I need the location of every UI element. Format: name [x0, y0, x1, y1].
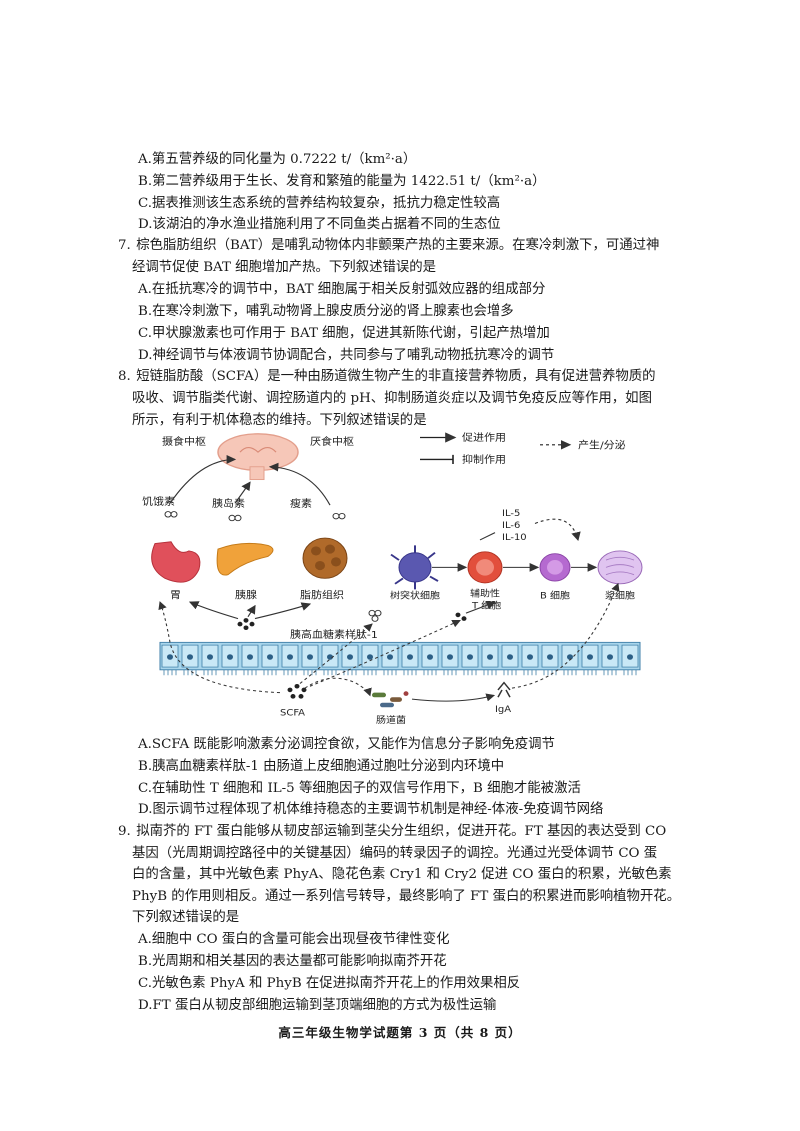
q8-option-d: D.图示调节过程体现了机体维持稳态的主要调节机制是神经-体液-免疫调节网络	[138, 802, 604, 817]
il6-label: IL-6	[502, 520, 520, 530]
q9-stem-line-4: PhyB 的作用则相反。通过一系列信号转导，最终影响了 FT 蛋白的积累进而影响…	[132, 889, 681, 904]
pancreas-icon	[216, 542, 274, 576]
stomach-label: 胃	[170, 590, 181, 601]
q7-stem-line-2: 经调节促使 BAT 细胞增加产热。下列叙述错误的是	[132, 260, 437, 275]
q8-stem-line-1: 8. 短链脂肪酸（SCFA）是一种由肠道微生物产生的非直接营养物质，具有促进营养…	[118, 367, 656, 387]
legend-inhibit-label: 抑制作用	[462, 454, 506, 466]
q8-number: 8.	[118, 369, 131, 384]
q6-option-d: D.该湖泊的净水渔业措施利用了不同鱼类占据着不同的生态位	[138, 217, 501, 232]
q6-option-b: B.第二营养级用于生长、发育和繁殖的能量为 1422.51 t/（km²·a）	[138, 174, 546, 189]
dendritic-cell-icon	[390, 545, 439, 590]
plasma-cell-label: 浆细胞	[605, 590, 635, 601]
q8-stem-line-3: 所示，有利于机体稳态的维持。下列叙述错误的是	[132, 413, 427, 428]
q7-option-c: C.甲状腺激素也可作用于 BAT 细胞，促进其新陈代谢，引起产热增加	[138, 326, 550, 341]
adipose-tissue-icon	[302, 537, 348, 579]
q9-stem-line-2: 基因（光周期调控路径中的关键基因）编码的转录因子的调控。光通过光受体调节 CO …	[132, 846, 658, 861]
q7-number: 7.	[118, 238, 131, 253]
helper-t-label-1: 辅助性	[470, 588, 500, 599]
q7-stem-line-1: 7. 棕色脂肪组织（BAT）是哺乳动物体内非颤栗产热的主要来源。在寒冷刺激下，可…	[118, 236, 659, 256]
q9-option-a: A.细胞中 CO 蛋白的含量可能会出现昼夜节律性变化	[138, 932, 450, 947]
satiety-center-label: 厌食中枢	[310, 435, 354, 447]
stomach-icon	[151, 541, 201, 583]
q7-option-d: D.神经调节与体液调节协调配合，共同参与了哺乳动物抵抗寒冷的调节	[138, 348, 555, 363]
q9-option-c: C.光敏色素 PhyA 和 PhyB 在促进拟南芥开花上的作用效果相反	[138, 976, 521, 991]
brain-icon	[217, 433, 299, 481]
b-cell-label: B 细胞	[540, 590, 570, 601]
q9-option-d: D.FT 蛋白从韧皮部细胞运输到茎顶端细胞的方式为极性运输	[138, 998, 497, 1013]
leptin-label: 瘦素	[290, 497, 312, 509]
q9-number: 9.	[118, 824, 131, 839]
q7-option-a: A.在抵抗寒冷的调节中，BAT 细胞属于相关反射弧效应器的组成部分	[138, 282, 546, 297]
il10-label: IL-10	[502, 532, 527, 542]
q8-option-c: C.在辅助性 T 细胞和 IL-5 等细胞因子的双信号作用下，B 细胞才能被激活	[138, 781, 581, 796]
intestinal-epithelium	[159, 641, 641, 676]
q6-option-c: C.据表推测该生态系统的营养结构较复杂，抵抗力稳定性较高	[138, 196, 501, 211]
legend-produce-label: 产生/分泌	[578, 439, 626, 451]
q6-option-a: A.第五营养级的同化量为 0.7222 t/（km²·a）	[138, 152, 417, 167]
q8-option-b: B.胰高血糖素样肽-1 由肠道上皮细胞通过胞吐分泌到内环境中	[138, 759, 505, 774]
q9-option-b: B.光周期和相关基因的表达量都可能影响拟南芥开花	[138, 954, 447, 969]
feeding-center-label: 摄食中枢	[162, 435, 206, 447]
insulin-label: 胰岛素	[212, 497, 245, 509]
legend-promote-label: 促进作用	[462, 432, 506, 444]
q7-option-b: B.在寒冷刺激下，哺乳动物肾上腺皮质分泌的肾上腺素也会增多	[138, 304, 514, 319]
helper-t-cell-icon	[467, 551, 503, 584]
scfa-dots-icon	[287, 683, 307, 699]
pancreas-label: 胰腺	[235, 589, 257, 601]
scfa-regulation-diagram: 摄食中枢 厌食中枢 促进作用 抑制作用 产生/分泌 饥饿素 胰岛素 瘦素 胃 胰…	[142, 432, 643, 726]
gut-bacteria-icon	[372, 691, 409, 708]
plasma-cell-icon	[597, 550, 643, 585]
scfa-label: SCFA	[280, 708, 305, 718]
iga-icon	[497, 681, 511, 698]
ghrelin-label: 饥饿素	[142, 496, 175, 508]
page-footer: 高三年级生物学试题第 3 页（共 8 页）	[278, 1025, 522, 1040]
q9-stem-line-1: 9. 拟南芥的 FT 蛋白能够从韧皮部运输到茎尖分生组织，促进开花。FT 基因的…	[118, 822, 666, 842]
b-cell-icon	[539, 553, 571, 582]
q8-option-a: A.SCFA 既能影响激素分泌调控食欲，又能作为信息分子影响免疫调节	[138, 737, 555, 752]
il5-label: IL-5	[502, 509, 520, 519]
q9-stem-line-5: 下列叙述错误的是	[132, 910, 240, 925]
q9-stem-line-3: 白的含量，其中光敏色素 PhyA、隐花色素 Cry1 和 Cry2 促进 CO …	[132, 867, 672, 882]
gut-bacteria-label: 肠道菌	[376, 714, 406, 725]
q8-stem-line-2: 吸收、调节脂类代谢、调控肠道内的 pH、抑制肠道炎症以及调节免疫反应等作用，如图	[132, 391, 652, 406]
adipose-label: 脂肪组织	[300, 589, 344, 601]
dendritic-cell-label: 树突状细胞	[390, 590, 440, 601]
iga-label: IgA	[495, 704, 512, 714]
